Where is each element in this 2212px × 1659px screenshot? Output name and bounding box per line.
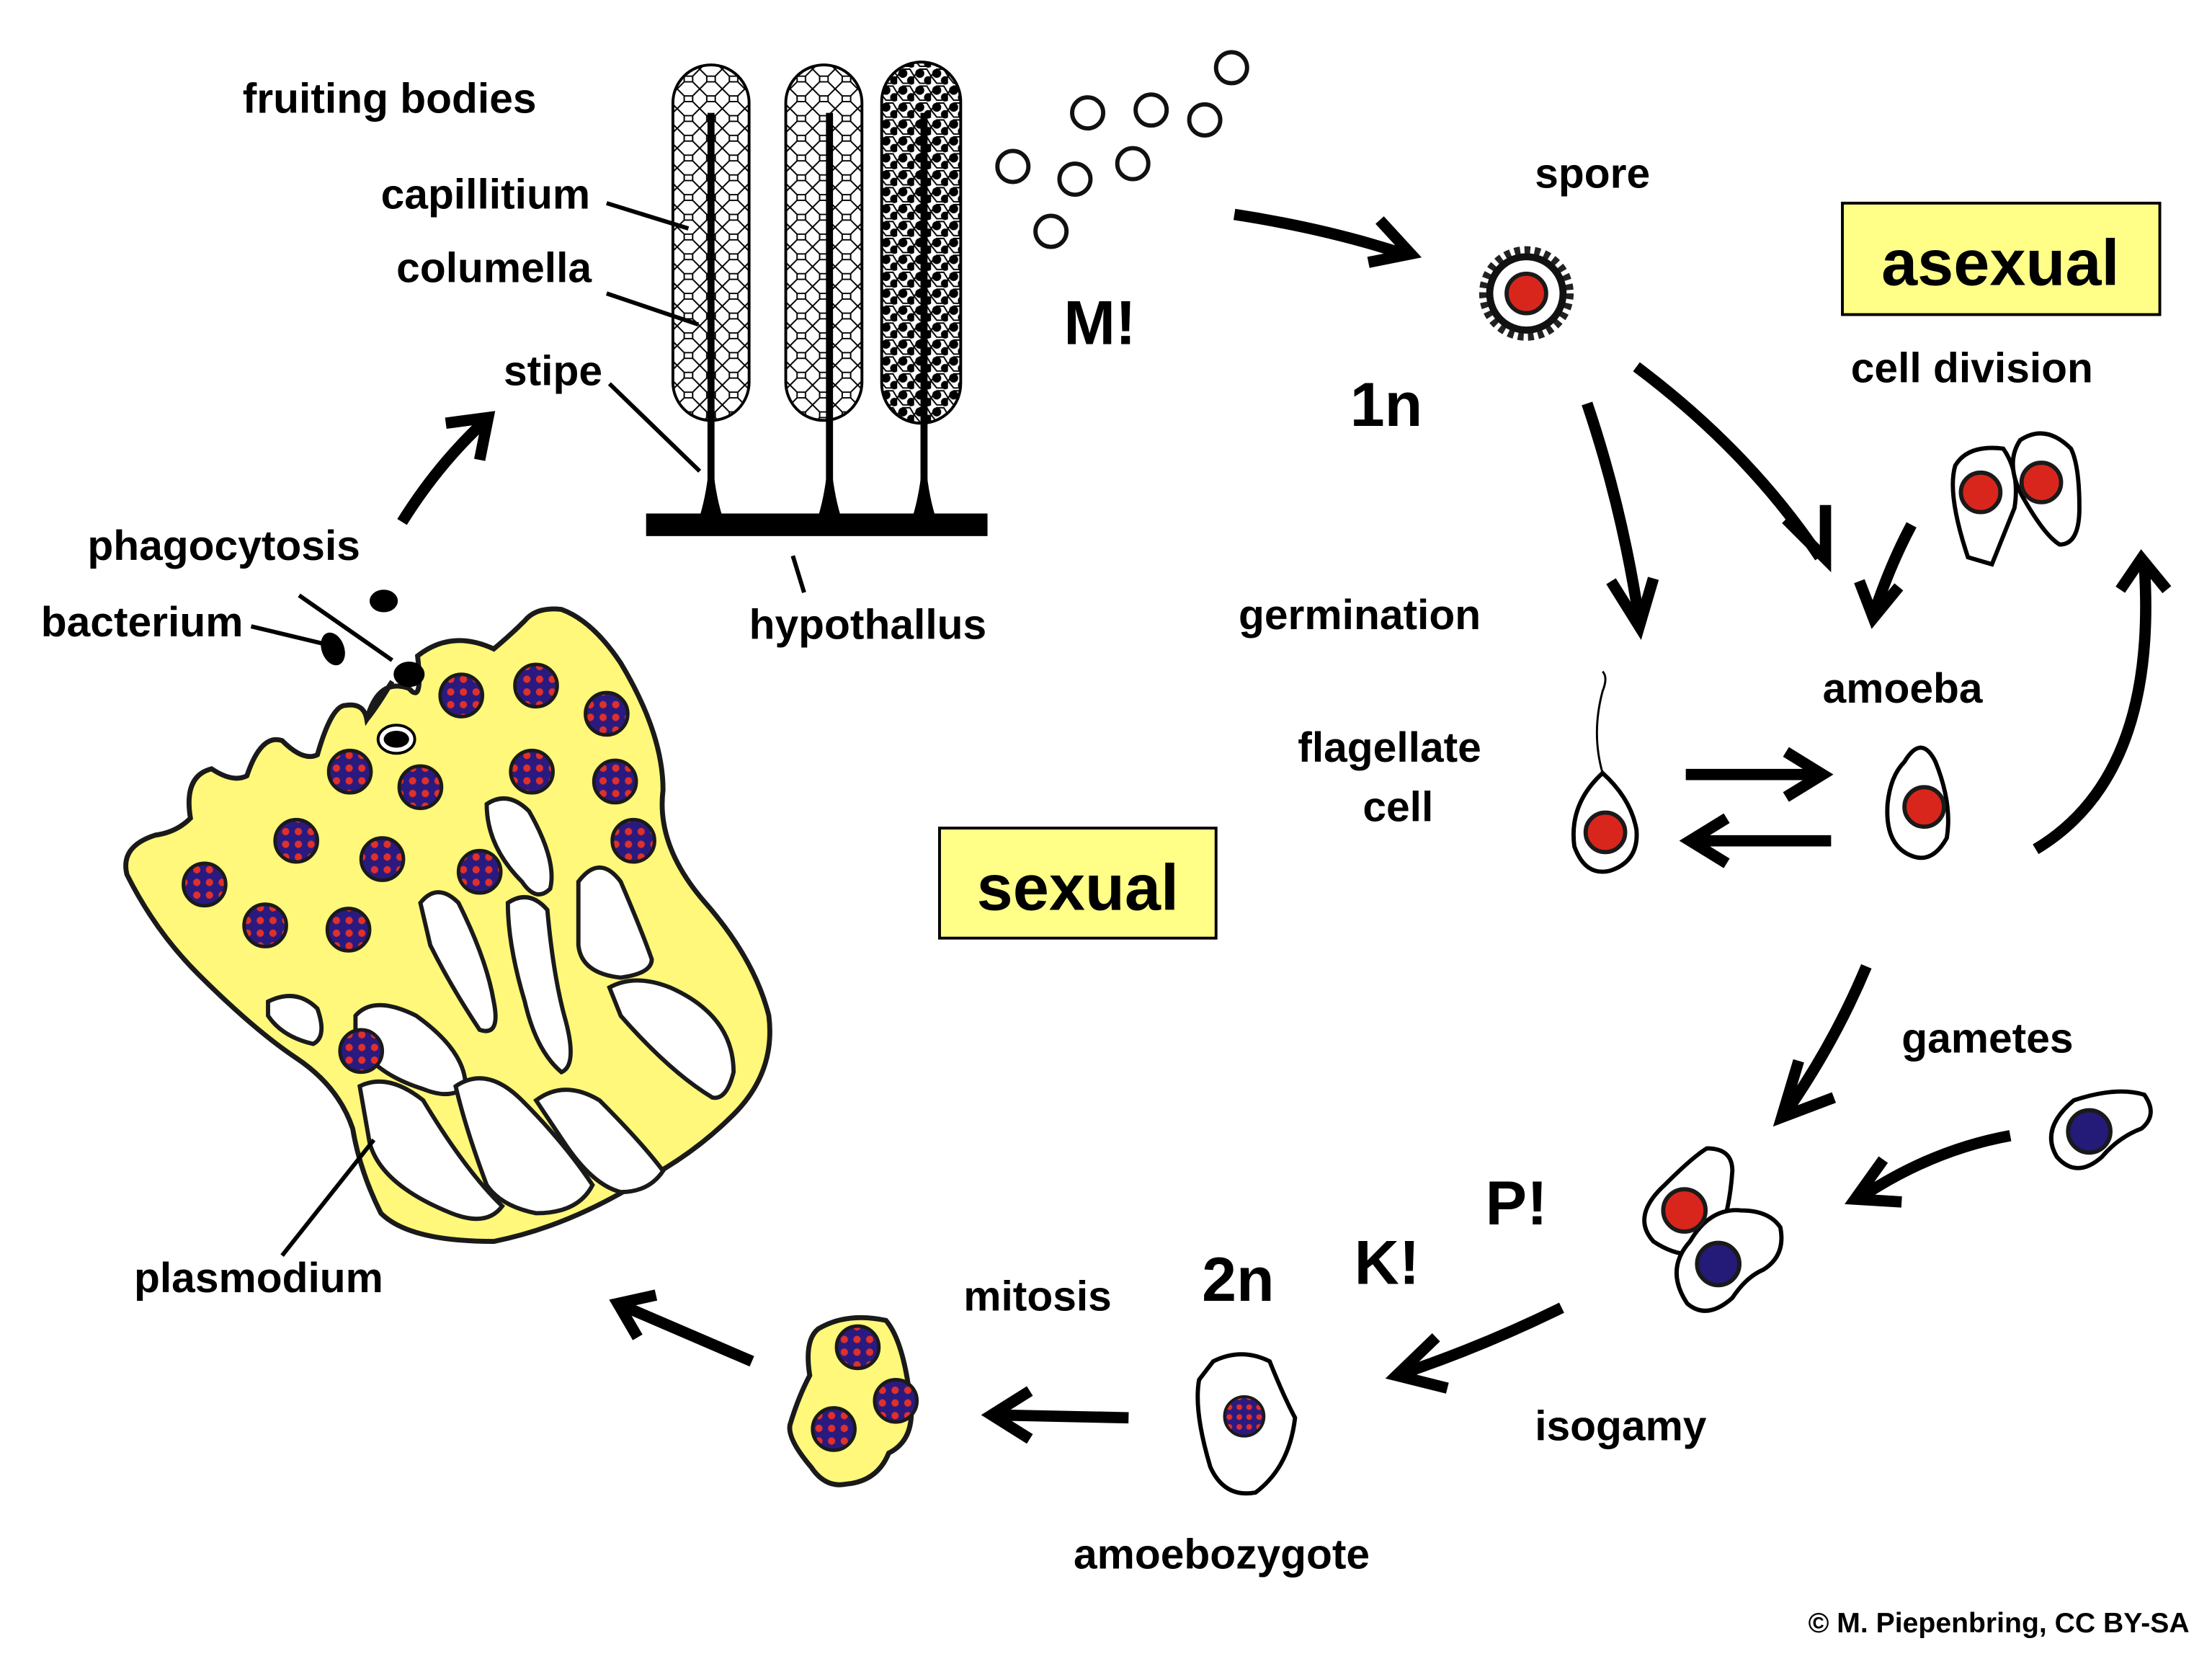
arrowhead-icon	[1679, 813, 1730, 868]
fusing-gametes	[1642, 1146, 1784, 1313]
spore-small-icon	[1070, 95, 1106, 131]
sporangium-3	[880, 61, 963, 517]
arrowhead-icon	[1772, 1059, 1837, 1127]
label-stipe: stipe	[504, 347, 602, 394]
hypothallus-base	[646, 513, 988, 536]
label-bacterium: bacterium	[41, 599, 244, 646]
gamete-blue	[2048, 1089, 2153, 1170]
arrow-gamete-to-fusion	[1859, 1130, 2012, 1201]
label-flagellate-line2: cell	[1363, 783, 1433, 830]
arrowhead-icon	[609, 1289, 658, 1340]
arrow-plasmodium-to-fruiting	[397, 419, 486, 525]
arrowhead-icon	[1367, 216, 1422, 268]
arrowhead-icon	[445, 411, 496, 461]
asexual-box: asexual	[1841, 201, 2162, 316]
label-mitosis: mitosis	[963, 1273, 1112, 1320]
label-capillitium: capillitium	[381, 172, 590, 218]
spore-small-icon	[1213, 50, 1249, 86]
asexual-label: asexual	[1881, 226, 2119, 299]
flagellate-cell	[1571, 670, 1639, 874]
sporangium-2	[784, 63, 864, 517]
label-hypothallus: hypothallus	[749, 602, 987, 649]
sporangium-1	[671, 63, 751, 517]
spore-small-icon	[995, 148, 1031, 184]
fruiting-bodies	[605, 61, 988, 594]
arrow-amoeba-to-division	[2033, 564, 2151, 855]
label-amoeba: amoeba	[1823, 665, 1984, 712]
sexual-label: sexual	[977, 852, 1179, 925]
arrowhead-icon	[1783, 747, 1834, 802]
label-amoebozygote: amoebozygote	[1074, 1531, 1370, 1578]
arrowhead-icon	[1782, 504, 1832, 573]
credit: © M. Piepenbring, CC BY-SA	[1809, 1608, 2190, 1639]
plasmogamy-mark: P!	[1486, 1169, 1548, 1238]
label-fruiting-bodies: fruiting bodies	[243, 76, 537, 123]
label-germination: germination	[1239, 592, 1481, 639]
label-plasmodium: plasmodium	[134, 1255, 383, 1302]
spore-small-icon	[1057, 161, 1093, 197]
meiosis-mark: M!	[1063, 289, 1136, 358]
young-plasmodium	[787, 1315, 919, 1487]
spore-small-icon	[1115, 146, 1151, 182]
label-columella: columella	[396, 245, 592, 292]
arrow-zygote-to-mitosis	[994, 1409, 1129, 1424]
arrowhead-icon	[1606, 577, 1659, 641]
plasmodium-nuclei	[182, 662, 656, 1075]
spore-small-icon	[1033, 213, 1069, 249]
karyogamy-mark: K!	[1355, 1228, 1420, 1297]
arrowhead-icon	[1845, 1156, 1902, 1208]
arrow-amoeba-to-gametes	[1780, 964, 1872, 1118]
label-spore: spore	[1535, 150, 1650, 197]
plasmodium	[123, 606, 772, 1245]
sexual-box: sexual	[938, 827, 1218, 940]
dispersed-spores	[995, 50, 1249, 249]
arrowhead-icon	[2115, 549, 2172, 594]
ploidy-1n: 1n	[1350, 370, 1423, 440]
label-flagellate-line1: flagellate	[1298, 724, 1481, 771]
label-gametes: gametes	[1901, 1015, 2073, 1062]
arrowhead-icon	[1854, 579, 1904, 629]
spore-cell	[1479, 246, 1574, 341]
amoeba-cell	[1885, 745, 1950, 860]
dividing-amoebae	[1950, 431, 2082, 567]
amoebozygote-cell	[1195, 1352, 1298, 1496]
label-cell-division: cell division	[1851, 344, 2093, 391]
arrow-spore-to-flagellate	[1582, 401, 1645, 622]
arrowhead-icon	[981, 1386, 1033, 1444]
arrow-to-plasmodium	[618, 1299, 754, 1367]
ploidy-2n: 2n	[1202, 1245, 1275, 1315]
bacterium-icon	[321, 632, 345, 666]
arrow-fusion-to-zygote	[1394, 1302, 1564, 1381]
spore-small-icon	[1133, 92, 1169, 128]
label-phagocytosis: phagocytosis	[87, 522, 360, 569]
arrow-division-to-amoeba	[1868, 522, 1917, 617]
arrow-to-spore	[1233, 208, 1406, 259]
bacterium-icon	[369, 590, 398, 613]
spore-small-icon	[1187, 102, 1223, 138]
label-isogamy: isogamy	[1535, 1403, 1707, 1450]
arrowhead-icon	[1385, 1333, 1449, 1394]
